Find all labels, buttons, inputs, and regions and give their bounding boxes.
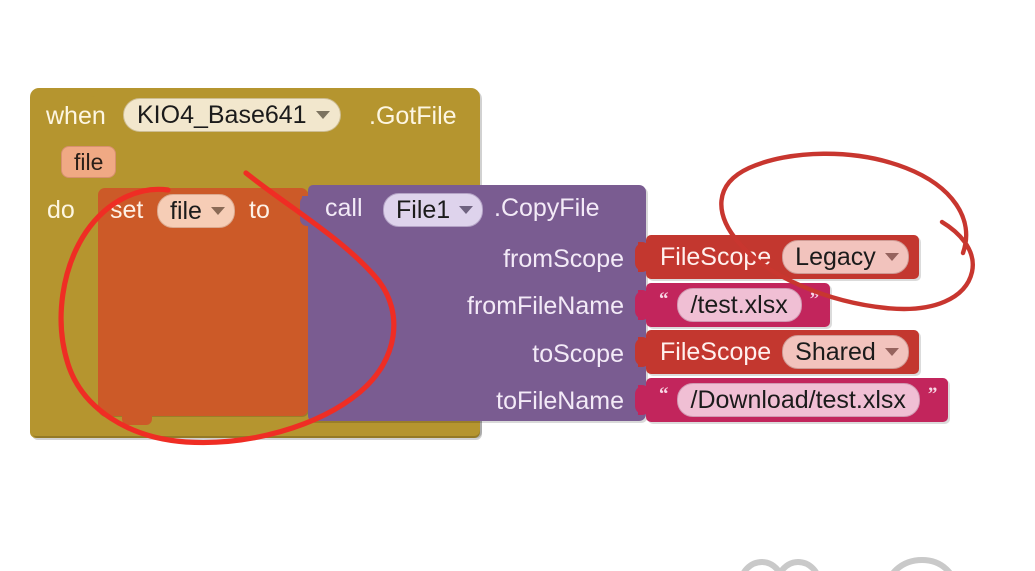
text-block-fromfilename[interactable]: “ /test.xlsx ” (635, 283, 831, 327)
filescope-value-from: Legacy (795, 242, 876, 271)
chevron-down-icon (315, 111, 330, 119)
call-component-dropdown[interactable]: File1 (383, 193, 484, 227)
chevron-down-icon (884, 253, 899, 261)
call-method-name: .CopyFile (494, 194, 600, 222)
param-label-fromfilename: fromFileName (467, 292, 624, 320)
text-value-pill-from[interactable]: /test.xlsx (676, 288, 802, 322)
filescope-dropdown-to[interactable]: Shared (782, 335, 909, 369)
plug-icon (635, 243, 647, 271)
event-name-label: .GotFile (369, 102, 457, 130)
set-variable-name: file (170, 196, 202, 225)
chevron-down-icon (210, 207, 225, 215)
text-block-tofilename[interactable]: “ /Download/test.xlsx ” (635, 378, 949, 422)
filescope-block-to[interactable]: FileScope Shared (635, 330, 919, 374)
param-label-tofilename: toFileName (496, 387, 624, 415)
quote-close-icon: ” (927, 383, 938, 405)
to-keyword: to (249, 196, 270, 224)
reply-icon[interactable] (886, 556, 956, 571)
event-parameter-label: file (74, 148, 104, 175)
do-keyword: do (47, 196, 75, 224)
filescope-value-to: Shared (795, 337, 876, 366)
plug-icon (635, 338, 647, 366)
quote-open-icon: “ (659, 288, 669, 310)
heart-icon[interactable] (740, 558, 820, 571)
text-value-tofilename: /Download/test.xlsx (690, 385, 906, 414)
plug-icon (635, 386, 647, 414)
quote-close-icon: ” (809, 288, 820, 310)
chevron-down-icon (459, 206, 474, 214)
call-copyfile-block[interactable]: call File1 .CopyFile fromScope fromFileN… (308, 185, 646, 421)
filescope-dropdown-from[interactable]: Legacy (782, 240, 909, 274)
event-component-dropdown[interactable]: KIO4_Base641 (123, 98, 341, 132)
quote-open-icon: “ (659, 383, 669, 405)
text-value-pill-to[interactable]: /Download/test.xlsx (676, 383, 920, 417)
plug-icon (635, 291, 647, 319)
event-parameter-file[interactable]: file (61, 146, 117, 178)
param-label-toscope: toScope (532, 340, 624, 368)
filescope-label-to: FileScope (660, 337, 772, 366)
param-label-fromscope: fromScope (503, 245, 624, 273)
text-value-fromfilename: /test.xlsx (690, 290, 788, 319)
filescope-block-from[interactable]: FileScope Legacy (635, 235, 919, 279)
chevron-down-icon (884, 348, 899, 356)
call-component-name: File1 (396, 195, 451, 224)
bottom-icon-strip (740, 556, 956, 571)
event-block-notch (64, 88, 98, 97)
event-component-name: KIO4_Base641 (137, 100, 307, 129)
set-block-bottom-notch (122, 416, 152, 425)
set-keyword: set (110, 196, 144, 224)
when-keyword: when (46, 102, 106, 130)
call-keyword: call (325, 194, 363, 222)
filescope-label-from: FileScope (660, 242, 772, 271)
set-variable-dropdown[interactable]: file (157, 194, 235, 228)
set-block-top-notch (122, 188, 152, 196)
